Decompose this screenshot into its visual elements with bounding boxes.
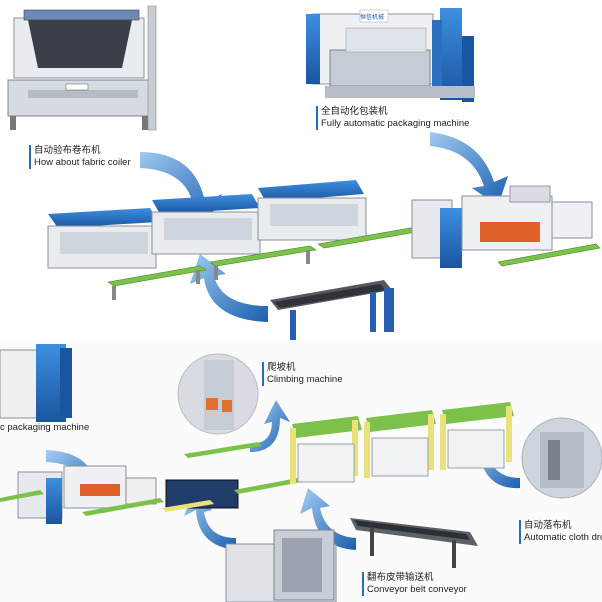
turning-machine-photo — [225, 529, 337, 602]
fabric-coiler-machine — [7, 5, 157, 131]
packaging-machine-line — [411, 185, 593, 268]
arrow-icon — [190, 254, 268, 322]
fabric-coiler-label-en: How about fabric coiler — [34, 157, 131, 168]
climbing-machine-label-en: Climbing machine — [267, 374, 343, 385]
arrow-icon — [300, 488, 356, 550]
bottom-production-line-panel: c packaging machine 爬坡机 Climbing machine… — [0, 340, 602, 602]
cloth-drop-units — [290, 402, 514, 484]
climbing-machine-label: 爬坡机 Climbing machine — [262, 362, 343, 386]
inspection-machine-1 — [47, 208, 158, 269]
climbing-machine-closeup — [177, 353, 259, 435]
cloth-drop-closeup — [521, 417, 602, 499]
packaging-machine-label-en: Fully automatic packaging machine — [321, 118, 470, 129]
arrow-icon — [250, 400, 290, 452]
packaging-machine-label-bottom-en: c packaging machine — [0, 422, 90, 433]
top-line-illustration — [7, 5, 601, 340]
packaging-line-bottom — [17, 465, 239, 524]
bottom-line-illustration — [0, 344, 602, 602]
arrow-icon — [430, 132, 508, 206]
fabric-coiler-label-cn: 自动验布卷布机 — [34, 145, 101, 156]
packager-brand-logo: 恒信机械 — [360, 15, 385, 21]
conveyor-label-cn: 翻布皮带输送机 — [367, 572, 434, 583]
packaging-machine-label-cn: 全自动化包装机 — [321, 106, 388, 117]
cloth-drop-label-cn: 自动落布机 — [524, 520, 572, 531]
top-production-line-panel: 自动验布卷布机 How about fabric coiler 全自动化包装机 … — [7, 5, 601, 340]
cloth-drop-label: 自动落布机 Automatic cloth drop ma — [519, 520, 602, 544]
packaging-machine-label: 全自动化包装机 Fully automatic packaging machin… — [316, 106, 469, 130]
inspection-machine-3 — [257, 180, 367, 241]
conveyor-label-en: Conveyor belt conveyor — [367, 584, 467, 595]
green-conveyor-top — [107, 225, 601, 300]
climbing-machine-label-cn: 爬坡机 — [267, 362, 296, 373]
fabric-coiler-label: 自动验布卷布机 How about fabric coiler — [29, 145, 131, 169]
cloth-drop-label-en: Automatic cloth drop ma — [524, 532, 602, 543]
conveyor-sample-top — [270, 280, 394, 340]
inspection-machine-2 — [151, 194, 261, 255]
packaging-machine-label-bottom: c packaging machine — [0, 422, 89, 434]
belt-conveyor-photo — [350, 518, 478, 568]
packaging-machine-top — [306, 8, 475, 102]
conveyor-label: 翻布皮带输送机 Conveyor belt conveyor — [362, 572, 467, 596]
packaging-machine-bottom — [0, 344, 72, 422]
